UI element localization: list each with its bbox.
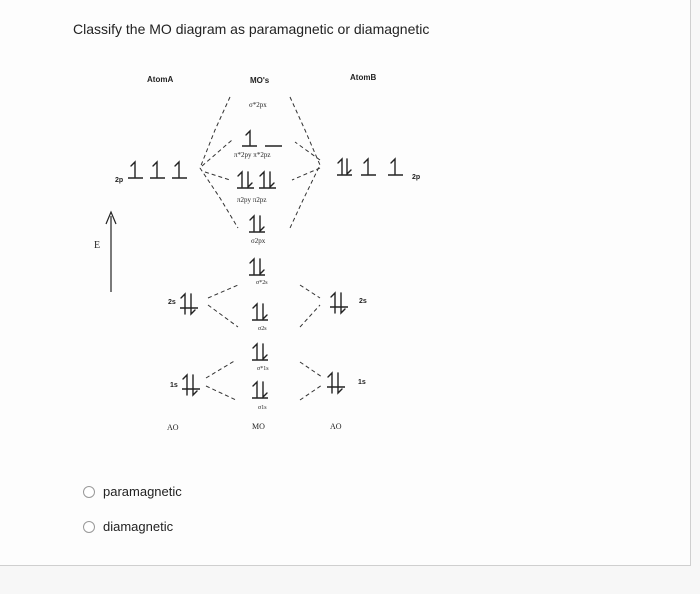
question-text: Classify the MO diagram as paramagnetic … xyxy=(73,21,430,37)
left-2s-label: 2s xyxy=(168,299,176,306)
header-mos: MO's xyxy=(250,76,270,85)
mo-label-sigma-1s: σ1s xyxy=(258,405,267,411)
option-diamagnetic[interactable]: diamagnetic xyxy=(83,519,173,534)
mo-label-sigma-2px: σ2px xyxy=(251,237,266,245)
diamagnetic-radio[interactable] xyxy=(83,520,95,533)
right-2p-label: 2p xyxy=(412,174,420,181)
mo-label-pi-star-2p: π*2py π*2pz xyxy=(234,151,270,159)
header-atom-a: AtomA xyxy=(147,75,173,84)
left-1s-label: 1s xyxy=(170,382,178,389)
electron-arrows xyxy=(130,129,396,399)
header-atom-b: AtomB xyxy=(350,73,376,82)
right-1s-label: 1s xyxy=(358,379,366,386)
diamagnetic-label: diamagnetic xyxy=(103,519,174,534)
question-panel xyxy=(0,0,691,566)
correlation-lines xyxy=(199,96,323,401)
energy-label: E xyxy=(94,240,100,251)
right-2s-label: 2s xyxy=(359,298,367,305)
energy-axis xyxy=(105,210,117,292)
mo-label-sigma-star-2px: σ*2px xyxy=(249,101,267,109)
option-paramagnetic[interactable]: paramagnetic xyxy=(83,484,182,499)
mo-label-sigma-2s: σ2s xyxy=(258,326,267,332)
paramagnetic-radio[interactable] xyxy=(83,485,95,498)
left-2p-label: 2p xyxy=(115,177,123,184)
paramagnetic-label: paramagnetic xyxy=(103,484,182,499)
mo-label-pi-2p: π2py π2pz xyxy=(237,196,266,204)
col-ao-left: AO xyxy=(167,423,179,432)
orbital-levels xyxy=(128,145,403,399)
mo-label-sigma-star-2s: σ*2s xyxy=(256,280,268,286)
col-ao-right: AO xyxy=(330,422,342,431)
col-mo: MO xyxy=(252,422,265,431)
mo-label-sigma-star-1s: σ*1s xyxy=(257,366,269,372)
